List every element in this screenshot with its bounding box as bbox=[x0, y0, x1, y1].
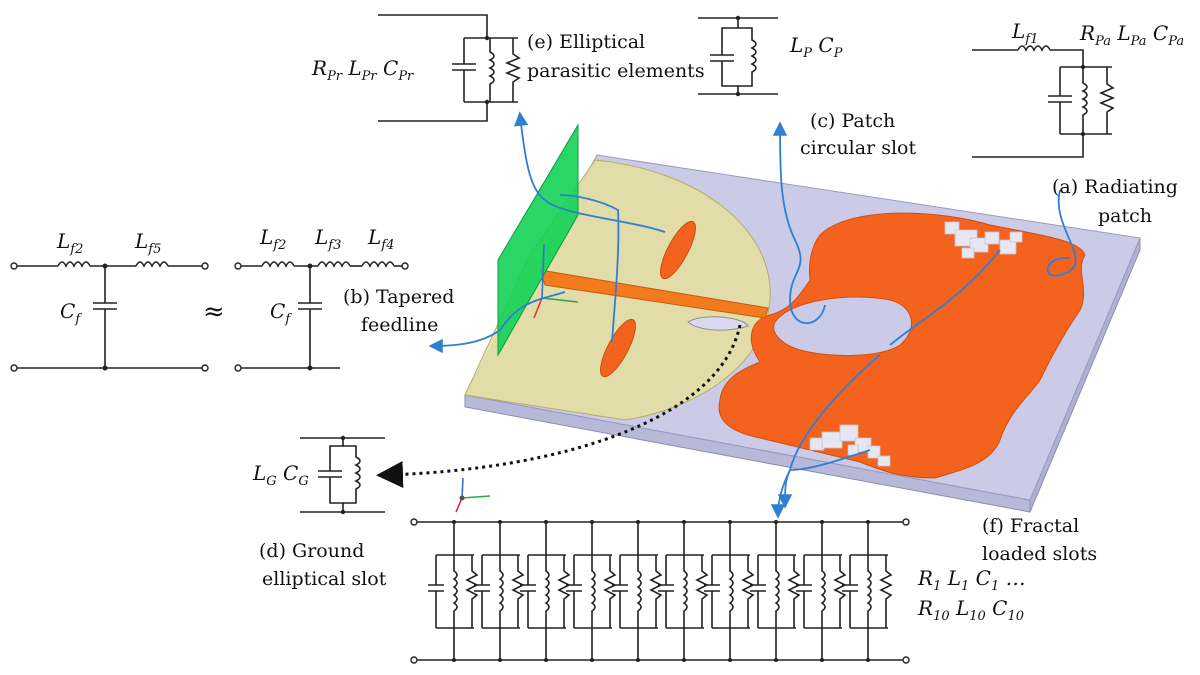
sym-Lf2-left: Lf2 bbox=[56, 229, 83, 257]
ladder-junction-dot bbox=[498, 520, 502, 524]
sym-Lf5: Lf5 bbox=[134, 229, 161, 257]
ladder-rlc-wiring bbox=[520, 522, 571, 660]
sym-Lf4: Lf4 bbox=[367, 225, 394, 253]
arrow-ground-slot bbox=[376, 324, 742, 488]
ladder-junction-dot bbox=[452, 658, 456, 662]
sym-RPaLPaCPa: RPa LPa CPa bbox=[1079, 21, 1184, 50]
label-ground-slot-2: elliptical slot bbox=[262, 568, 387, 590]
arrow-parasitic-main bbox=[514, 111, 666, 233]
circuit-fractal-ladder: R1 L1 C1 … R10 L10 C10 bbox=[410, 518, 1026, 664]
arrow-fractal-c bbox=[889, 249, 1001, 346]
ladder-junction-dot bbox=[728, 658, 732, 662]
ladder-junction-dot bbox=[544, 520, 548, 524]
ladder-junction-dot bbox=[590, 658, 594, 662]
ladder-rlc-wiring bbox=[658, 522, 709, 660]
fractal-slot-top bbox=[944, 221, 1023, 259]
sym-Cf-left: Cf bbox=[60, 299, 82, 327]
ladder-rlc-wiring bbox=[566, 522, 617, 660]
ladder-rlc-wiring bbox=[428, 522, 479, 660]
sym-Lf2-right: Lf2 bbox=[259, 225, 286, 253]
circuit-feedline-right: Lf2 Lf3 Lf4 Cf bbox=[234, 225, 409, 372]
sym-Cf-right: Cf bbox=[270, 299, 292, 327]
ladder-rlc-cell bbox=[704, 520, 755, 662]
ladder-rlc-cell bbox=[842, 520, 893, 662]
label-radiating-1: (a) Radiating bbox=[1052, 176, 1178, 198]
ladder-rlc-cell bbox=[796, 520, 847, 662]
patch-circular-slot bbox=[773, 296, 912, 356]
label-fractal-2: loaded slots bbox=[982, 543, 1097, 565]
axis-triad-port bbox=[533, 243, 579, 319]
label-parasitic-2: parasitic elements bbox=[527, 60, 705, 82]
label-feedline-1: (b) Tapered bbox=[343, 286, 454, 308]
ground-elliptical-slot bbox=[687, 316, 749, 331]
sym-RPrLPrCPr: RPr LPr CPr bbox=[311, 56, 414, 85]
ladder-junction-dot bbox=[498, 658, 502, 662]
arrow-fractal-a bbox=[777, 354, 881, 509]
ladder-rlc-wiring bbox=[750, 522, 801, 660]
ladder-junction-dot bbox=[590, 520, 594, 524]
ladder-junction-dot bbox=[682, 520, 686, 524]
circuit-parasitic: RPr LPr CPr bbox=[311, 14, 522, 122]
ladder-rlc-cell bbox=[474, 520, 525, 662]
arrow-parasitic-branch bbox=[559, 194, 620, 343]
ladder-rlc-wiring bbox=[796, 522, 847, 660]
axis-triad-origin bbox=[455, 477, 491, 513]
parasitic-element-upper bbox=[660, 220, 696, 280]
ladder-rlc-cell bbox=[520, 520, 571, 662]
ladder-cells bbox=[428, 520, 893, 662]
circuit-radiating-patch: Lf1 RPa LPa CPa bbox=[972, 19, 1184, 158]
label-feedline-2: feedline bbox=[361, 314, 438, 336]
arrow-radiating-patch bbox=[1046, 189, 1077, 277]
arrow-patch-slot bbox=[772, 121, 826, 325]
ladder-junction-dot bbox=[866, 520, 870, 524]
circuit-patch-slot: LP CP bbox=[698, 15, 843, 97]
ladder-rlc-wiring bbox=[474, 522, 525, 660]
fractal-slot-bottom bbox=[809, 424, 891, 467]
label-fractal-1: (f) Fractal bbox=[982, 515, 1079, 537]
sym-Lf1: Lf1 bbox=[1011, 19, 1038, 47]
circuit-feedline-left: Lf2 Lf5 Cf bbox=[10, 229, 209, 372]
callout-arrows bbox=[376, 111, 1077, 519]
ladder-rlc-cell bbox=[612, 520, 663, 662]
sym-LGCG: LG CG bbox=[252, 461, 309, 490]
circuit-ground-slot: LG CG bbox=[252, 435, 385, 515]
ladder-junction-dot bbox=[452, 520, 456, 524]
ladder-rlc-wiring bbox=[704, 522, 755, 660]
ladder-junction-dot bbox=[682, 658, 686, 662]
arrow-fractal-b bbox=[770, 449, 871, 519]
ladder-rlc-cell bbox=[658, 520, 709, 662]
antenna-model bbox=[455, 123, 1141, 513]
label-radiating-2: patch bbox=[1098, 205, 1152, 227]
ladder-rlc-wiring bbox=[612, 522, 663, 660]
port-plane bbox=[497, 123, 579, 357]
sym-R1L1C1: R1 L1 C1 … bbox=[917, 566, 1026, 595]
label-approx: ≈ bbox=[203, 297, 225, 327]
label-patch-slot-2: circular slot bbox=[800, 137, 916, 159]
ladder-junction-dot bbox=[820, 658, 824, 662]
label-parasitic-1: (e) Elliptical bbox=[527, 31, 645, 53]
ladder-rlc-cell bbox=[566, 520, 617, 662]
ladder-rlc-cell bbox=[750, 520, 801, 662]
ladder-rlc-cell bbox=[428, 520, 479, 662]
ladder-junction-dot bbox=[774, 520, 778, 524]
sym-Lf3: Lf3 bbox=[314, 225, 341, 253]
ladder-junction-dot bbox=[636, 520, 640, 524]
radiating-patch bbox=[718, 212, 1086, 479]
arrow-feedline bbox=[428, 291, 566, 354]
ladder-junction-dot bbox=[544, 658, 548, 662]
ladder-junction-dot bbox=[866, 658, 870, 662]
ladder-rlc-wiring bbox=[842, 522, 893, 660]
ladder-junction-dot bbox=[728, 520, 732, 524]
ladder-junction-dot bbox=[774, 658, 778, 662]
parasitic-element-lower bbox=[600, 318, 636, 378]
label-ground-slot-1: (d) Ground bbox=[259, 540, 364, 562]
feature-labels: (a) Radiating patch (b) Tapered feedline… bbox=[203, 31, 1178, 590]
ladder-junction-dot bbox=[636, 658, 640, 662]
sym-R10L10C10: R10 L10 C10 bbox=[917, 596, 1024, 625]
ladder-junction-dot bbox=[820, 520, 824, 524]
label-patch-slot-1: (c) Patch bbox=[810, 110, 895, 132]
sym-LPCP: LP CP bbox=[789, 33, 843, 62]
